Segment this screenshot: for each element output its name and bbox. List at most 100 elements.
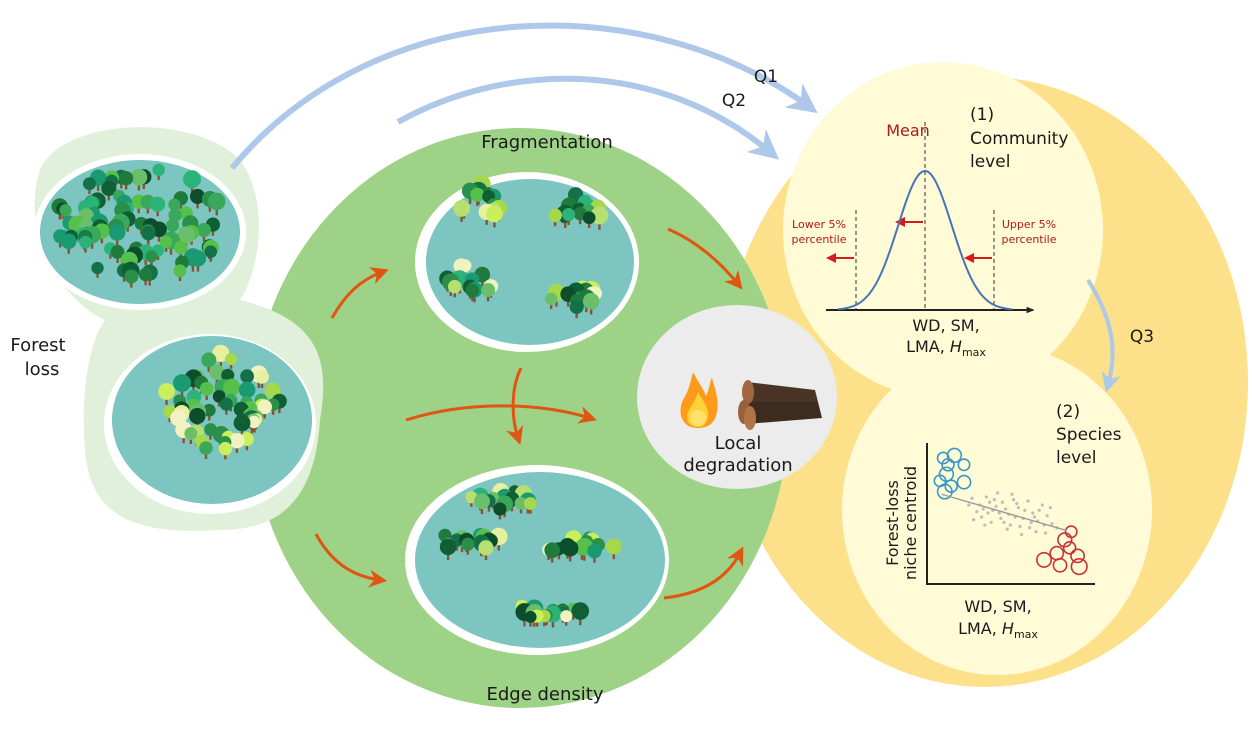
axis-var: H xyxy=(1002,619,1014,638)
tree-crown xyxy=(119,171,134,186)
trend-line xyxy=(941,493,1067,532)
scatter-point-other xyxy=(972,518,976,522)
scatter-point-other xyxy=(999,516,1003,520)
tree-crown xyxy=(453,258,470,274)
scatter-point-other xyxy=(1037,508,1041,512)
fragmented-forest-icon xyxy=(439,175,609,319)
tree-crown xyxy=(493,502,507,516)
q3-arrow xyxy=(1086,278,1121,393)
tree-crown xyxy=(159,235,173,249)
scatter-point-other xyxy=(984,495,989,499)
community-chart: (1) Community level Mean Lower 5% percen… xyxy=(791,105,1068,359)
scatter-point-other xyxy=(1040,503,1044,507)
tree-crown xyxy=(240,369,255,384)
tree-crown xyxy=(101,180,117,196)
local-degradation-panel xyxy=(637,305,837,489)
scatter-point-other xyxy=(980,515,984,519)
scatter-point-other xyxy=(1032,515,1036,519)
degradation-label-line1: Local xyxy=(715,433,762,454)
tree-crown xyxy=(130,168,148,186)
intact-forest xyxy=(34,154,246,310)
scatter-point-other xyxy=(1012,498,1016,502)
scatter-point-other xyxy=(1045,514,1049,518)
tree-crown xyxy=(257,399,273,415)
scatter-point-other xyxy=(988,500,992,504)
tree-crown xyxy=(183,170,202,189)
scatter-point-other xyxy=(997,511,1001,515)
tree-crown xyxy=(465,283,480,298)
scatter-point-blue xyxy=(941,457,955,472)
scatter-point-other xyxy=(1029,520,1033,524)
scatter-point-other xyxy=(994,504,998,508)
q3-label: Q3 xyxy=(1130,327,1154,347)
tree-crown xyxy=(60,233,77,250)
scatter-point-other xyxy=(1026,499,1030,503)
scatter-point-blue xyxy=(946,447,963,464)
tree-crown xyxy=(204,245,218,258)
tree-crown xyxy=(79,235,93,249)
tree-crown xyxy=(212,344,230,363)
tree-crown xyxy=(560,610,573,623)
arrow-fragmentation-to-edge xyxy=(506,367,524,445)
scatter-point-other xyxy=(986,511,990,515)
species-title-line1: Species xyxy=(1056,425,1122,445)
scatter-point-other xyxy=(1028,526,1032,530)
species-number: (2) xyxy=(1056,402,1080,422)
scatter-point-other xyxy=(992,498,997,502)
scatter-point-red xyxy=(1070,557,1088,576)
scatter-point-blue xyxy=(956,474,972,490)
fragmented-forest xyxy=(415,172,639,352)
tree-crown xyxy=(233,414,251,432)
process-arrows xyxy=(314,227,744,600)
community-axis-line2: LMA, Hmax xyxy=(906,337,986,359)
scatter-point-other xyxy=(1020,532,1024,537)
tree-crown xyxy=(138,267,153,282)
tree-crown xyxy=(219,397,233,411)
lower-percentile-line1: Lower 5% xyxy=(792,218,846,231)
tree-crown xyxy=(173,241,188,255)
tree-crown xyxy=(461,537,475,551)
arrow-edge-to-degradation xyxy=(663,546,744,600)
tree-crown xyxy=(199,382,214,396)
arrow-loss-to-degradation xyxy=(405,404,597,424)
dense-forest-icon xyxy=(51,163,226,288)
scatter-point-other xyxy=(1044,531,1048,535)
edge-forest xyxy=(405,465,669,655)
tree-crown xyxy=(448,279,462,294)
tree-crown xyxy=(199,441,213,455)
degradation-label-line2: degradation xyxy=(683,455,792,476)
tree-crown xyxy=(145,250,158,263)
fragmentation-label: Fragmentation xyxy=(481,132,612,153)
community-number: (1) xyxy=(970,105,994,125)
scatter-point-other xyxy=(989,520,993,524)
species-axis-line2: LMA, Hmax xyxy=(958,619,1038,641)
scatter-point-other xyxy=(983,523,987,527)
tree-crown xyxy=(110,245,125,259)
scatter-point-other xyxy=(981,507,985,511)
scatter-point-other xyxy=(967,503,971,507)
scatter-point-other xyxy=(1048,506,1052,510)
species-ylabel-line1: Forest-loss xyxy=(883,480,902,566)
lower-percentile-line2: percentile xyxy=(791,233,846,246)
tree-crown xyxy=(152,163,165,177)
tree-crown xyxy=(202,403,216,417)
tree-crown xyxy=(562,208,576,222)
scatter-point-blue xyxy=(936,483,953,500)
scatter-point-red xyxy=(1036,551,1053,568)
tree-crown xyxy=(582,211,596,225)
scatter-point-other xyxy=(1000,500,1005,504)
scatter-point-other xyxy=(1010,492,1014,496)
scatter-point-red xyxy=(1070,548,1085,564)
tree-crown xyxy=(478,540,494,556)
scatter-point-other xyxy=(1023,508,1027,512)
distribution-curve xyxy=(837,169,1013,311)
fire-icon xyxy=(680,372,718,428)
tree-crown xyxy=(173,264,187,278)
tree-crown xyxy=(141,226,156,241)
species-axes xyxy=(926,443,1095,585)
tree-crown xyxy=(196,222,211,238)
scatter-point-red xyxy=(1052,557,1068,573)
upper-percentile-line2: percentile xyxy=(1001,233,1056,246)
scatter-point-blue xyxy=(957,458,971,472)
tree-crown xyxy=(91,261,104,275)
